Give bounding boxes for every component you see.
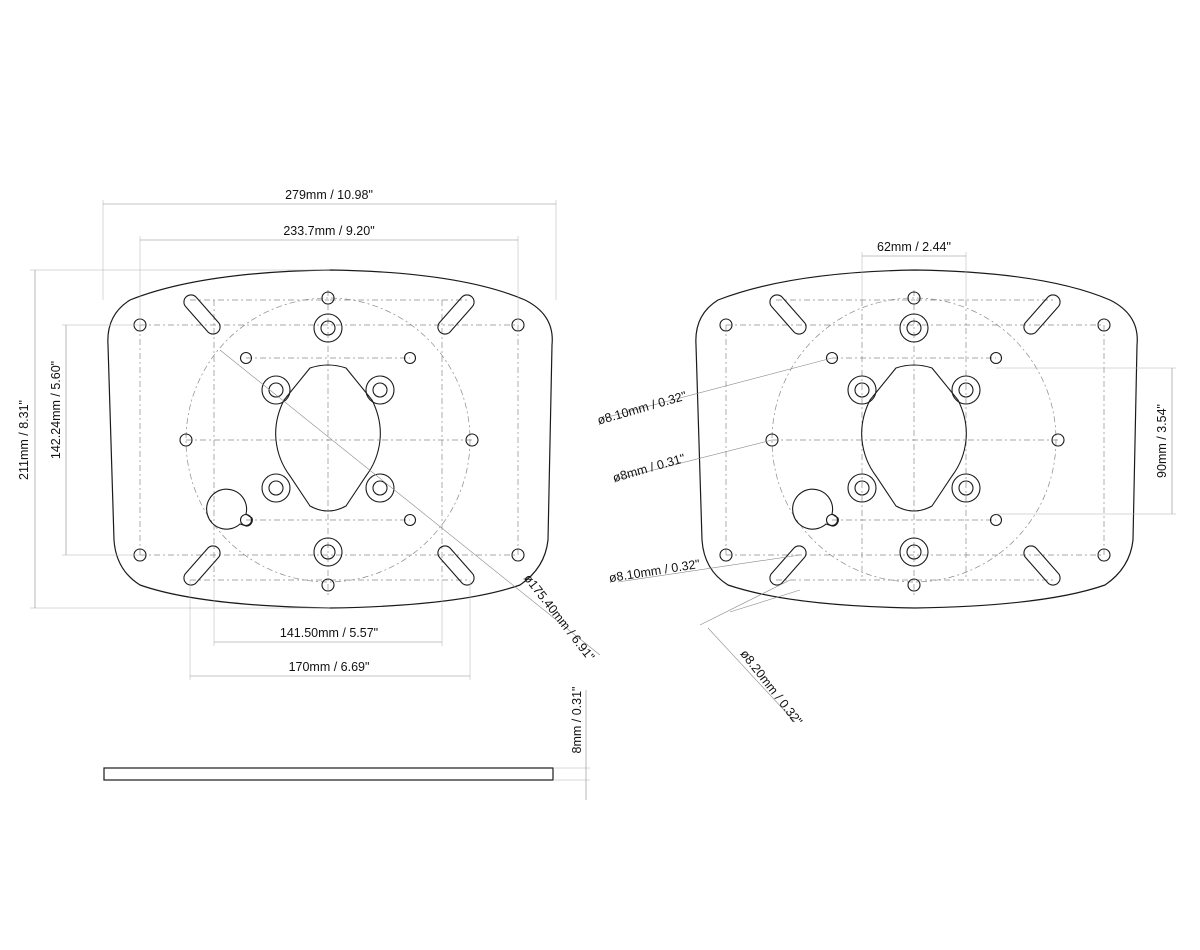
right-plate-outline [695,269,1138,609]
leader-line [613,439,773,481]
mounting-hole [1097,548,1111,562]
thickness-label: 8mm / 0.31" [570,687,584,754]
slot [1023,294,1061,335]
counterbore-hole [854,480,870,496]
counterbore-hole [261,473,291,503]
counterbore-hole [268,382,284,398]
keyhole-cutout [206,488,253,530]
mounting-hole [825,351,839,365]
counterbore-hole [958,480,974,496]
mounting-hole [239,351,253,365]
counterbore-hole [320,320,336,336]
slot [1023,545,1061,586]
leader-line [699,579,791,626]
counterbore-hole [365,375,395,405]
left-plate-outline [107,269,553,609]
counterbore-hole [261,375,291,405]
counterbore-hole [372,480,388,496]
slot [183,545,221,586]
counterbore-hole [906,320,922,336]
overall-height-label: 211mm / 8.31" [17,400,31,480]
mounting-hole [989,513,1003,527]
mounting-hole [321,291,335,305]
hole-b-label: ø8mm / 0.31" [611,451,687,485]
mounting-hole [719,318,733,332]
slot [437,545,475,586]
overall-width-label: 279mm / 10.98" [285,188,373,202]
right-plate-view [603,252,1176,723]
leader-line [707,627,796,723]
counterbore-hole [847,473,877,503]
counterbore-hole [365,473,395,503]
mounting-hole [321,578,335,592]
counterbore-hole [320,544,336,560]
mounting-hole [179,433,193,447]
counterbore-hole [268,480,284,496]
left-plate-view [30,200,601,680]
leader-line [617,554,801,583]
center-cutout [275,364,381,512]
plate-side-profile [103,767,554,781]
side-view [103,690,590,800]
bolt-circle [771,297,1057,583]
leader-line [603,357,833,419]
counterbore-hole [372,382,388,398]
mounting-hole [403,351,417,365]
bottom-inner-label: 141.50mm / 5.57" [280,626,378,640]
circle-diameter-label: ø175.40mm / 6.91" [521,572,597,664]
counterbore-hole [951,473,981,503]
bottom-outer-label: 170mm / 6.69" [289,660,370,674]
counterbore-hole [899,537,929,567]
mounting-hole [989,351,1003,365]
slot [769,294,807,335]
leader-line [729,589,801,613]
mounting-hole [907,291,921,305]
hole-c-label: ø8.10mm / 0.32" [608,557,701,585]
mounting-hole [765,433,779,447]
center-cutout [861,364,967,512]
inner-height-label: 142.24mm / 5.60" [49,361,63,459]
slot [183,294,221,335]
mounting-hole [511,548,525,562]
slot [437,294,475,335]
inner-width-label: 233.7mm / 9.20" [283,224,374,238]
mounting-hole [403,513,417,527]
mounting-hole [907,578,921,592]
counterbore-hole [313,537,343,567]
diameter-leader [219,349,601,656]
counterbore-hole [899,313,929,343]
vertical-spacing-label: 90mm / 3.54" [1155,404,1169,478]
counterbore-hole [313,313,343,343]
counterbore-hole [854,382,870,398]
top-spacing-label: 62mm / 2.44" [877,240,951,254]
mounting-hole [1051,433,1065,447]
bolt-circle [185,297,471,583]
hole-d-label: ø8.20mm / 0.32" [737,647,805,728]
mounting-hole [719,548,733,562]
counterbore-hole [906,544,922,560]
mounting-hole [465,433,479,447]
keyhole-cutout [792,488,839,530]
mounting-hole [1097,318,1111,332]
counterbore-hole [958,382,974,398]
slot [769,545,807,586]
hole-a-label: ø8.10mm / 0.32" [596,389,688,428]
counterbore-hole [847,375,877,405]
counterbore-hole [951,375,981,405]
